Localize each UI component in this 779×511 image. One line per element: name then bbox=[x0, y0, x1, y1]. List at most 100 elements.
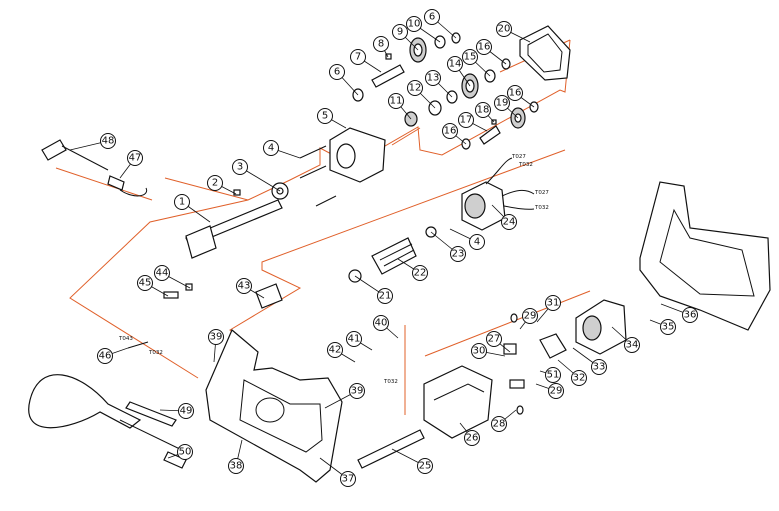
callout-number: 43 bbox=[238, 281, 251, 292]
callout-number: 16 bbox=[478, 42, 491, 53]
callout-11: 11 bbox=[388, 93, 412, 120]
callout-circle bbox=[317, 108, 333, 124]
callout-circle bbox=[476, 39, 492, 55]
callout-circle bbox=[232, 159, 248, 175]
callout-number: 28 bbox=[493, 419, 506, 430]
callout-40: 40 bbox=[373, 315, 399, 339]
callout-circle bbox=[127, 150, 143, 166]
part-front-handle bbox=[205, 329, 343, 483]
part-brush-holder bbox=[503, 313, 567, 415]
callout-8: 8 bbox=[373, 36, 389, 58]
callout-circle bbox=[137, 275, 153, 291]
callout-circle bbox=[174, 194, 190, 210]
callout-number: 22 bbox=[414, 268, 427, 279]
callout-number: 37 bbox=[342, 474, 355, 485]
callout-circle bbox=[407, 80, 423, 96]
callout-circle bbox=[548, 383, 564, 399]
callout-48: 48 bbox=[69, 133, 116, 151]
callout-number: 42 bbox=[329, 345, 342, 356]
callout-47: 47 bbox=[119, 150, 143, 179]
callout-circle bbox=[475, 102, 491, 118]
callout-number: 24 bbox=[503, 217, 516, 228]
callout-circle bbox=[373, 315, 389, 331]
callout-circle bbox=[100, 133, 116, 149]
callout-42: 42 bbox=[327, 342, 356, 363]
callout-23: 23 bbox=[430, 231, 466, 262]
callout-9: 9 bbox=[392, 24, 419, 51]
callout-circle bbox=[377, 288, 393, 304]
callout-number: 7 bbox=[355, 52, 361, 63]
callout-circle bbox=[450, 246, 466, 262]
callout-circle bbox=[462, 49, 478, 65]
callout-circle bbox=[228, 458, 244, 474]
callout-number: 20 bbox=[498, 24, 511, 35]
callout-27: 27 bbox=[486, 331, 511, 353]
part-gearbox-housing bbox=[299, 127, 386, 207]
callout-number: 47 bbox=[129, 153, 142, 164]
callout-circle bbox=[178, 403, 194, 419]
wire-tag-t027b: T027 bbox=[534, 190, 549, 196]
callout-number: 12 bbox=[409, 83, 422, 94]
part-motor-housing bbox=[423, 299, 627, 439]
callout-37: 37 bbox=[319, 457, 356, 487]
callout-circle bbox=[682, 307, 698, 323]
callout-circle bbox=[154, 265, 170, 281]
callout-number: 29 bbox=[524, 311, 537, 322]
callout-circle bbox=[507, 85, 523, 101]
callout-49: 49 bbox=[159, 403, 194, 419]
callout-circle bbox=[412, 265, 428, 281]
callout-circle bbox=[496, 21, 512, 37]
callout-circle bbox=[458, 112, 474, 128]
callout-13: 13 bbox=[425, 70, 453, 98]
callout-17: 17 bbox=[458, 112, 488, 132]
callout-16a: 16 bbox=[476, 39, 507, 65]
callout-14: 14 bbox=[447, 56, 471, 87]
callout-number: 34 bbox=[626, 340, 639, 351]
callout-circle bbox=[591, 359, 607, 375]
callout-number: 39 bbox=[351, 386, 364, 397]
wire-tag-t032a: T032 bbox=[518, 162, 533, 168]
callout-circle bbox=[494, 95, 510, 111]
callout-number: 4 bbox=[474, 237, 480, 248]
callout-30: 30 bbox=[471, 343, 506, 359]
callout-circle bbox=[417, 458, 433, 474]
callout-4b: 4 bbox=[449, 228, 485, 250]
callout-31: 31 bbox=[536, 295, 561, 323]
callout-7: 7 bbox=[350, 49, 382, 73]
callout-number: 27 bbox=[488, 334, 501, 345]
callout-24: 24 bbox=[491, 204, 517, 230]
callout-number: 40 bbox=[375, 318, 388, 329]
callout-number: 6 bbox=[429, 12, 435, 23]
callout-circle bbox=[424, 9, 440, 25]
callout-18: 18 bbox=[475, 102, 495, 123]
callout-5: 5 bbox=[317, 108, 347, 129]
callout-28: 28 bbox=[491, 409, 517, 432]
callout-12: 12 bbox=[407, 80, 436, 109]
callout-circle bbox=[469, 234, 485, 250]
callout-35: 35 bbox=[649, 319, 676, 335]
callout-number: 46 bbox=[99, 351, 112, 362]
callout-number: 31 bbox=[547, 298, 560, 309]
callout-number: 26 bbox=[466, 433, 479, 444]
callout-number: 16 bbox=[444, 126, 457, 137]
callout-33: 33 bbox=[572, 347, 607, 375]
callout-circle bbox=[340, 471, 356, 487]
wire-tag-t032c: T032 bbox=[148, 350, 163, 356]
callout-circle bbox=[388, 93, 404, 109]
callout-circle bbox=[97, 348, 113, 364]
callout-circle bbox=[471, 343, 487, 359]
callout-6b: 6 bbox=[424, 9, 457, 39]
callout-number: 4 bbox=[268, 143, 274, 154]
callout-number: 6 bbox=[334, 67, 340, 78]
callout-number: 36 bbox=[684, 310, 697, 321]
callout-number: 25 bbox=[419, 461, 432, 472]
callout-circle bbox=[327, 342, 343, 358]
callout-number: 39 bbox=[210, 332, 223, 343]
callout-3: 3 bbox=[232, 159, 281, 192]
callout-number: 35 bbox=[662, 322, 675, 333]
callout-number: 1 bbox=[179, 197, 185, 208]
callout-circle bbox=[447, 56, 463, 72]
callout-51: 51 bbox=[539, 367, 561, 383]
callout-number: 11 bbox=[390, 96, 403, 107]
